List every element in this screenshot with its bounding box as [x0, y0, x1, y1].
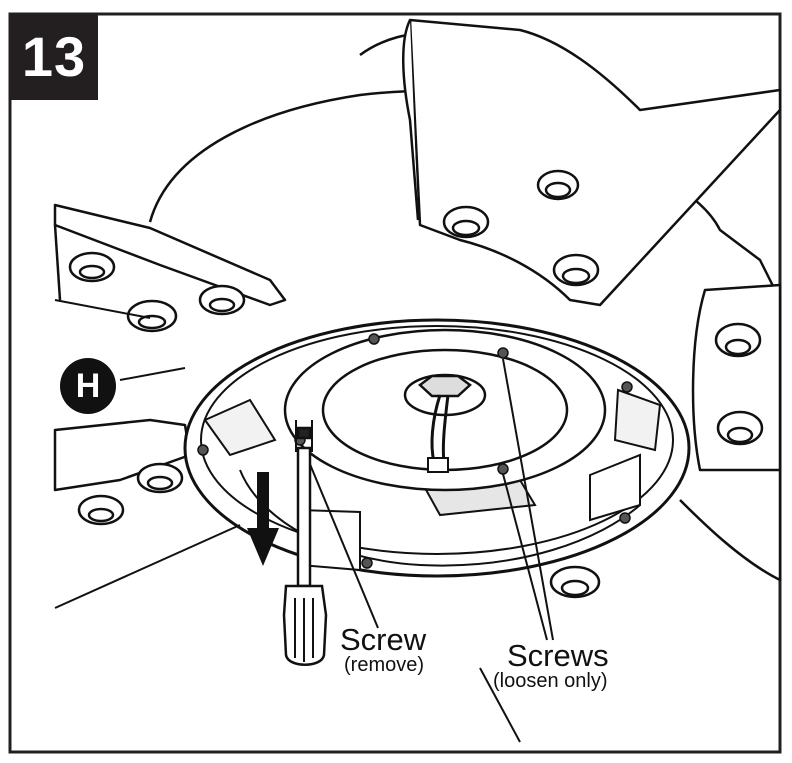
screws-callout: Screws (loosen only)	[493, 640, 609, 691]
screw-note: (remove)	[344, 655, 426, 675]
wire-line-left	[55, 525, 240, 608]
step-number: 13	[22, 29, 86, 85]
part-marker-label: H	[76, 367, 101, 406]
h-marker-leader	[120, 368, 185, 380]
screw-callout: Screw (remove)	[340, 624, 426, 675]
screws-label: Screws	[507, 640, 609, 671]
step-number-badge: 13	[10, 14, 98, 100]
screws-note: (loosen only)	[493, 671, 609, 691]
part-marker-h: H	[60, 358, 116, 414]
screw-label: Screw	[340, 624, 426, 655]
